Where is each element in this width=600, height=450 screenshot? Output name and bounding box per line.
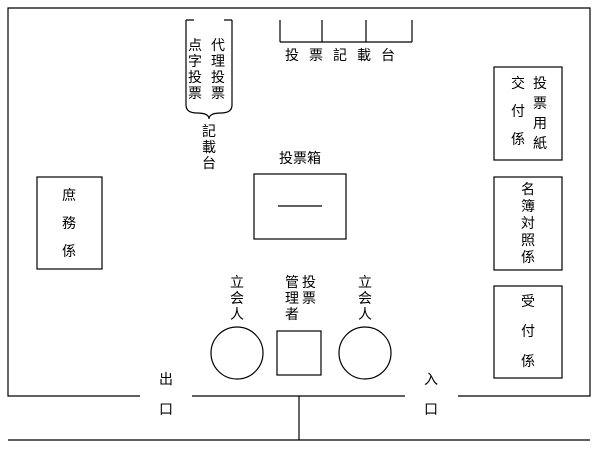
- observer-left-seat: [210, 326, 264, 380]
- entrance-label: 入口: [424, 372, 438, 418]
- side-desk-label: 記載台: [202, 123, 216, 172]
- ballot-paper-box: [493, 66, 563, 161]
- register-check-box: [493, 176, 563, 271]
- issuance-label: 交付係: [511, 75, 525, 148]
- braille-proxy-brace: [185, 104, 233, 120]
- register-check-label: 名簿対照係: [521, 182, 535, 266]
- ballot-paper-label: 投票用紙: [533, 76, 547, 152]
- manager-seat: [276, 330, 322, 376]
- braille-proxy-booth: [185, 19, 233, 105]
- observer-left-label: 立会人: [230, 275, 244, 323]
- observer-right-seat: [338, 326, 392, 380]
- vote-desk-booth: [279, 20, 413, 43]
- ballot-box-label: 投票箱: [279, 151, 321, 167]
- exit-label: 出口: [159, 372, 173, 418]
- observer-right-label: 立会人: [358, 275, 372, 323]
- room-wall: [7, 7, 591, 397]
- general-affairs-label: 庶務係: [62, 188, 76, 260]
- braille-vote-label: 点字投票: [188, 38, 202, 102]
- manager-vote-label: 投票: [302, 275, 316, 307]
- manager-label: 管理者: [285, 275, 299, 323]
- reception-label: 受付係: [521, 294, 535, 370]
- proxy-vote-label: 代理投票: [211, 38, 225, 102]
- reception-box: [493, 285, 563, 379]
- general-affairs-box: [36, 176, 103, 270]
- vote-desk-label: 投票記載台: [285, 47, 395, 64]
- ballot-box: [253, 173, 347, 240]
